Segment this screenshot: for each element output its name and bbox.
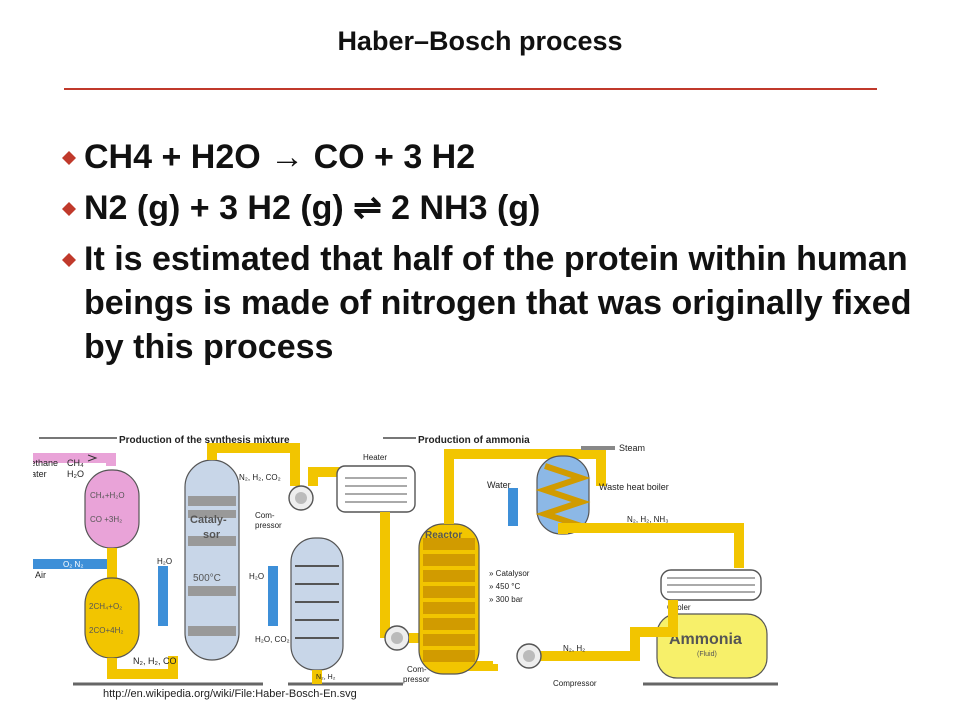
label-ammonia: Ammonia [669,631,742,648]
label-fluid: (Fluid) [697,651,717,658]
label-n2h2co-bottom: N₂, H₂, CO [133,656,177,666]
heading-synthesis: Production of the synthesis mixture [119,435,290,446]
bullet-item: N2 (g) + 3 H2 (g) ⇌ 2 NH3 (g) [60,186,940,230]
bullet-text: It is estimated that half of the protein… [84,240,912,366]
label-methane: Methane [33,458,58,468]
label-compressor2b: pressor [403,675,430,684]
label-reactor: Reactor [425,530,462,541]
slide-title: Haber–Bosch process [337,26,623,56]
label-water-right: Water [487,480,511,490]
label-h2o-in: H₂O [67,469,84,479]
label-n2h2co2-top: N₂, H₂, CO₂ [239,473,281,482]
label-n2h2nh3: N₂, H₂, NH₃ [627,515,668,524]
label-cooler: Cooler [667,603,691,612]
label-reaction1a: CH₄+H₂O [90,491,125,500]
label-h2o-right: H₂O [249,572,264,581]
label-catalysor-note: » Catalysor [489,569,530,578]
label-h2oco2: H₂O, CO₂ [255,635,290,644]
label-heater: Heater [363,453,387,462]
diamond-icon [62,151,76,165]
bullet-list: CH4 + H2O → CO + 3 H2 N2 (g) + 3 H2 (g) … [60,135,940,376]
image-credit: http://en.wikipedia.org/wiki/File:Haber-… [103,688,357,700]
label-o2n2: O₂ N₂ [63,560,83,569]
label-steam: Steam [619,443,645,453]
label-temp: 500°C [193,573,221,584]
label-catalysor-a: Cataly- [190,514,227,526]
label-ch4: CH₄ [67,458,84,468]
haber-bosch-diagram: Production of the synthesis mixture Prod… [33,426,793,694]
label-compressor3: Compressor [553,679,597,688]
label-n2h2-bottom: N₂, H₂ [316,674,336,681]
diamond-icon [62,253,76,267]
label-pressure-note: » 300 bar [489,595,523,604]
title-underline [64,88,877,90]
label-n2h2-return: N₂, H₂ [563,644,585,653]
label-h2o-mid: H₂O [157,557,172,566]
label-compressor1a: Com- [255,511,275,520]
label-air: Air [35,570,46,580]
label-waste-heat: Waste heat boiler [599,482,669,492]
heading-ammonia: Production of ammonia [418,435,530,446]
label-reaction1b: CO +3H₂ [90,515,122,524]
label-reaction2a: 2CH₄+O₂ [89,602,122,611]
bullet-text: CH4 + H2O → CO + 3 H2 [84,138,476,176]
label-temp-note: » 450 °C [489,582,520,591]
label-water-left: Water [33,469,47,479]
bullet-text: N2 (g) + 3 H2 (g) ⇌ 2 NH3 (g) [84,189,541,227]
label-compressor2a: Com- [407,665,427,674]
bullet-item: It is estimated that half of the protein… [60,237,940,369]
label-compressor1b: pressor [255,521,282,530]
bullet-item: CH4 + H2O → CO + 3 H2 [60,135,940,179]
label-catalysor-b: sor [203,529,221,541]
label-reaction2b: 2CO+4H₂ [89,626,123,635]
diamond-icon [62,202,76,216]
